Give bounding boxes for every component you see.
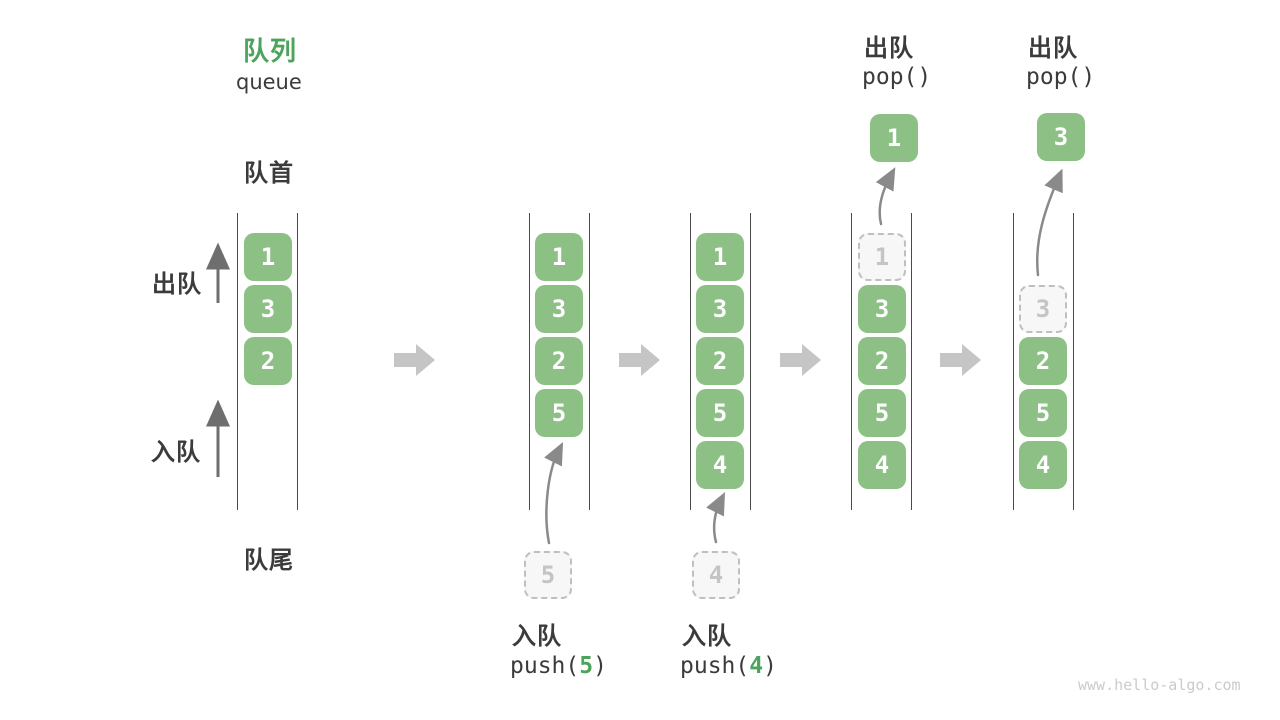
- enqueue-op-label: 入队: [512, 622, 562, 650]
- queue-element: 2: [535, 337, 583, 385]
- queue-element: 3: [696, 285, 744, 333]
- queue-element: 2: [1019, 337, 1067, 385]
- queue-element: 2: [696, 337, 744, 385]
- popped-element: 1: [870, 114, 918, 162]
- queue-rail-step1: [237, 213, 298, 510]
- queue-element: 2: [858, 337, 906, 385]
- queue-element: 3: [244, 285, 292, 333]
- removed-element-ghost: 1: [858, 233, 906, 281]
- queue-element: 4: [1019, 441, 1067, 489]
- queue-element: 5: [1019, 389, 1067, 437]
- queue-rail-step5: [1013, 213, 1074, 510]
- push-close: ): [593, 653, 607, 679]
- queue-rail-step3: [690, 213, 751, 510]
- push-arg: 4: [749, 653, 764, 679]
- step-transition-arrow: [940, 344, 981, 376]
- popped-element: 3: [1037, 113, 1085, 161]
- dequeue-op-label: 出队: [1028, 34, 1078, 62]
- pop-call-text: pop(): [862, 64, 932, 90]
- queue-element: 1: [244, 233, 292, 281]
- removed-element-ghost: 3: [1019, 285, 1067, 333]
- queue-element: 3: [858, 285, 906, 333]
- incoming-element-ghost: 5: [524, 551, 572, 599]
- queue-element: 3: [535, 285, 583, 333]
- push-close: ): [763, 653, 777, 679]
- queue-front-label: 队首: [244, 159, 294, 187]
- queue-element: 1: [535, 233, 583, 281]
- watermark: www.hello-algo.com: [1078, 676, 1241, 694]
- pop-call-text: pop(): [1026, 64, 1096, 90]
- dequeue-op-label: 出队: [864, 34, 914, 62]
- incoming-element-ghost: 4: [692, 551, 740, 599]
- push-fn: push(: [680, 653, 750, 679]
- push-arg: 5: [579, 653, 594, 679]
- push-fn: push(: [510, 653, 580, 679]
- queue-element: 1: [696, 233, 744, 281]
- diagram-title-zh: 队列: [243, 37, 298, 67]
- step-transition-arrow: [780, 344, 821, 376]
- queue-element: 5: [535, 389, 583, 437]
- push-call-text: push(5): [510, 653, 607, 679]
- queue-element: 5: [696, 389, 744, 437]
- queue-element: 4: [858, 441, 906, 489]
- queue-element: 4: [696, 441, 744, 489]
- queue-element: 5: [858, 389, 906, 437]
- queue-element: 2: [244, 337, 292, 385]
- step-transition-arrow: [619, 344, 660, 376]
- queue-rail-step4: [851, 213, 912, 510]
- diagram-title-en: queue: [236, 70, 302, 94]
- queue-rear-label: 队尾: [244, 546, 294, 574]
- step-transition-arrow: [394, 344, 435, 376]
- enqueue-op-label: 入队: [682, 622, 732, 650]
- queue-rail-step2: [529, 213, 590, 510]
- enqueue-side-label: 入队: [151, 438, 201, 466]
- push-call-text: push(4): [680, 653, 777, 679]
- dequeue-side-label: 出队: [152, 270, 202, 298]
